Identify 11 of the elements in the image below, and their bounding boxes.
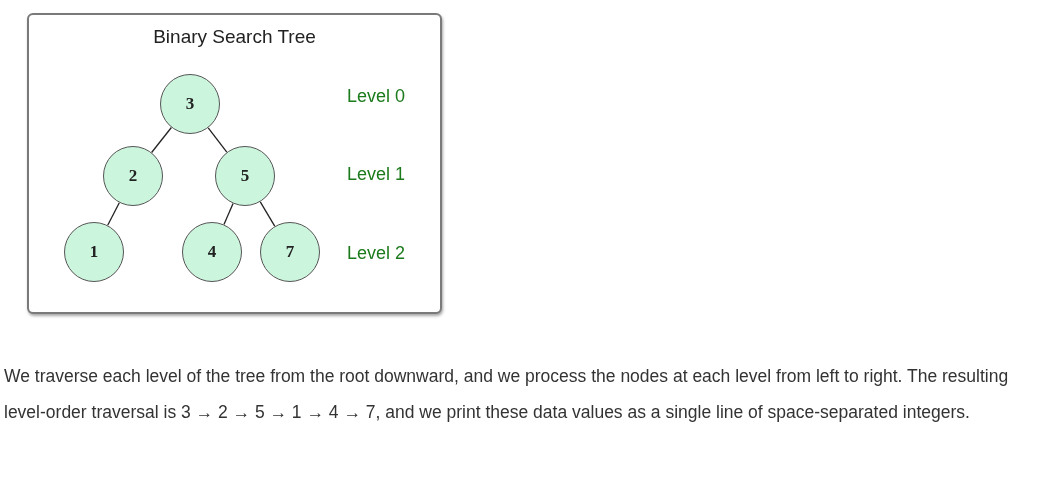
level-label: Level 0 (347, 87, 406, 105)
diagram-frame (27, 13, 442, 314)
description-paragraph: We traverse each level of the tree from the root downward, and we process the nodes at each level from left to right. The resulting level-order traversal is 3 → 2 → 5 → 1 → 4 → 7, and we print these data values as a single line of space-separated integers. (4, 365, 1010, 424)
level-label: Level 2 (347, 244, 406, 262)
level-label: Level 1 (347, 165, 406, 183)
tree-edge (107, 202, 120, 226)
frame-heading: Binary Search Tree (152, 25, 317, 49)
tree-edge (259, 201, 276, 227)
tree-edge (223, 202, 234, 226)
tree-edge (207, 127, 228, 153)
tree-edge (150, 126, 173, 154)
